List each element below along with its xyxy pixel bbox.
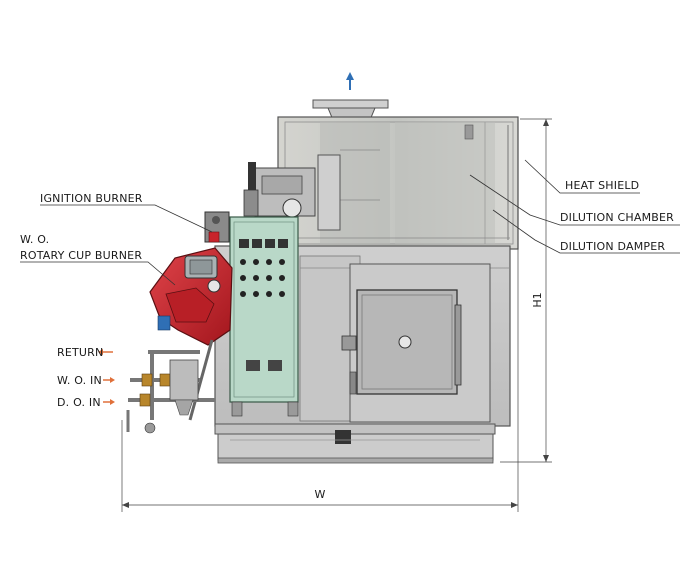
control-panel: [229, 216, 299, 417]
label-wo-in: W. O. IN: [57, 374, 102, 387]
panel-switches: [240, 259, 285, 297]
label-do-in: D. O. IN: [57, 396, 101, 409]
label-heat-shield: HEAT SHIELD: [565, 179, 639, 192]
label-rotary-cup-burner: ROTARY CUP BURNER: [20, 249, 142, 262]
height-dimension: [500, 118, 552, 463]
ignition-burner: [204, 211, 230, 243]
panel-displays: [246, 360, 282, 371]
label-dilution-damper: DILUTION DAMPER: [560, 240, 665, 253]
exhaust-arrow: [346, 72, 354, 90]
do-in-arrow: [103, 399, 115, 405]
top-mechanism: [243, 154, 341, 231]
base-frame: [214, 423, 496, 464]
label-ignition-burner: IGNITION BURNER: [40, 192, 143, 205]
return-arrow: [98, 349, 113, 355]
label-return: RETURN: [57, 346, 103, 359]
label-h1: H1: [531, 292, 544, 307]
width-dimension: [121, 120, 519, 512]
leader-lines: [20, 159, 680, 286]
label-dilution-chamber: DILUTION CHAMBER: [560, 211, 674, 224]
fuel-piping: [126, 350, 215, 434]
panel-meters: [239, 239, 288, 248]
wo-in-arrow: [103, 377, 115, 383]
access-door: [341, 289, 462, 395]
rotary-cup-burner: [149, 247, 233, 421]
label-w: W: [315, 488, 326, 501]
label-wo: W. O.: [20, 233, 49, 246]
